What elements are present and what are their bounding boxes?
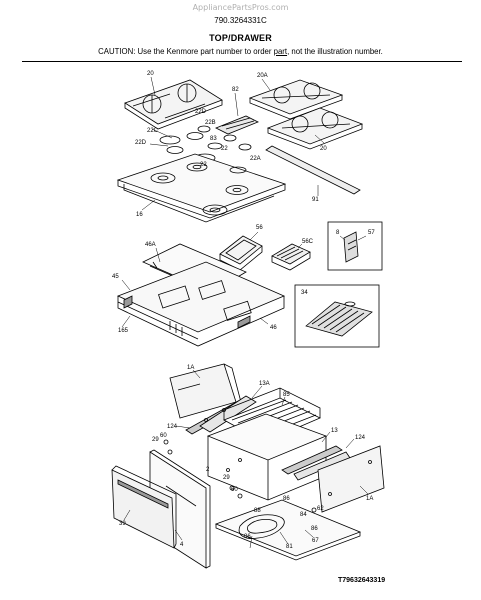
callout-labels: 20 82 20A 22D 22B 22C 83 22D 22 22 22A 2…	[112, 71, 375, 550]
callout-84: 84	[300, 512, 307, 518]
burner-grate-right-front[interactable]	[266, 107, 364, 150]
trim-strip[interactable]	[265, 145, 361, 195]
callout-22b: 22B	[205, 120, 216, 126]
burner-box[interactable]	[116, 261, 286, 347]
callout-124-right: 124	[355, 435, 366, 441]
callout-86-right: 86	[311, 526, 318, 532]
callout-34: 34	[301, 290, 308, 296]
main-cooktop[interactable]	[116, 153, 287, 223]
model-number: 790.3264331C	[214, 16, 267, 25]
callout-60-left: 60	[160, 433, 167, 439]
header-divider	[22, 61, 462, 62]
callout-4: 4	[180, 542, 184, 548]
burner-grate-right-rear[interactable]	[248, 79, 344, 120]
callout-13: 13	[331, 428, 338, 434]
callout-91: 91	[312, 197, 319, 203]
drawer-side-panel-right[interactable]	[317, 445, 385, 513]
callout-165: 165	[118, 328, 129, 334]
callout-22d-upper: 22D	[195, 109, 207, 115]
callout-8: 8	[336, 230, 340, 236]
callout-82: 82	[232, 87, 239, 93]
leader-lines-top	[141, 76, 325, 211]
burner-grate-left[interactable]	[124, 79, 223, 130]
drawer-front[interactable]	[111, 465, 177, 549]
drawer-rail-left[interactable]	[185, 395, 257, 435]
callout-1a-lower: 1A	[366, 496, 373, 502]
callout-22a: 22A	[250, 156, 261, 162]
callout-46: 46	[270, 325, 277, 331]
callout-56: 56	[256, 225, 263, 231]
callout-1a-upper: 1A	[187, 365, 194, 371]
callout-46a: 46A	[145, 242, 156, 248]
caution-part-link[interactable]: part	[273, 47, 288, 56]
leader-lines-middle	[121, 231, 367, 328]
callout-39: 39	[119, 521, 126, 527]
drawer-body[interactable]	[206, 413, 328, 501]
callout-29-right: 29	[223, 475, 230, 481]
callout-57: 57	[368, 230, 375, 236]
callout-124-left: 124	[167, 424, 178, 430]
callout-22d-lower: 22D	[135, 140, 147, 146]
callout-60-right: 60	[231, 487, 238, 493]
callout-86-upper: 86	[283, 496, 290, 502]
burner-caps[interactable]	[159, 125, 252, 163]
callout-29-left: 29	[152, 437, 159, 443]
callout-88: 88	[254, 508, 261, 514]
callout-22-b: 22	[200, 162, 207, 168]
callout-20-right: 20	[320, 146, 327, 152]
callout-16: 16	[136, 212, 143, 218]
caution-suffix: , not the illustration number.	[287, 47, 383, 56]
callout-22: 22	[221, 146, 228, 152]
callout-2: 2	[206, 467, 210, 473]
callout-67: 67	[312, 538, 319, 544]
callout-20: 20	[147, 71, 154, 77]
callout-85: 85	[283, 392, 290, 398]
callout-56c: 56C	[302, 239, 314, 245]
filter-box[interactable]	[271, 243, 311, 271]
callout-45: 45	[112, 274, 119, 280]
diagram-id: T79632643319	[338, 577, 386, 584]
griddle-box[interactable]	[294, 284, 380, 348]
callout-81: 81	[286, 544, 293, 550]
callout-22c: 22C	[147, 128, 159, 134]
leader-lines-bottom	[123, 369, 369, 549]
part-8-57-box[interactable]	[327, 221, 383, 271]
drawer-back-panel[interactable]	[169, 363, 243, 419]
caution-note: CAUTION: Use the Kenmore part number to …	[0, 47, 481, 56]
center-grate[interactable]	[215, 115, 259, 135]
callout-62: 62	[317, 506, 324, 512]
callout-13a: 13A	[259, 381, 270, 387]
site-watermark: AppliancePartsPros.com	[192, 3, 289, 12]
bottom-tray[interactable]	[214, 499, 362, 561]
section-title: TOP/DRAWER	[209, 33, 272, 43]
caution-prefix: CAUTION: Use the Kenmore part number to …	[98, 47, 274, 56]
drawer-rail-right[interactable]	[281, 445, 351, 481]
callout-86-lower: 86	[244, 534, 251, 540]
callout-20a: 20A	[257, 73, 268, 79]
callout-83: 83	[210, 136, 217, 142]
